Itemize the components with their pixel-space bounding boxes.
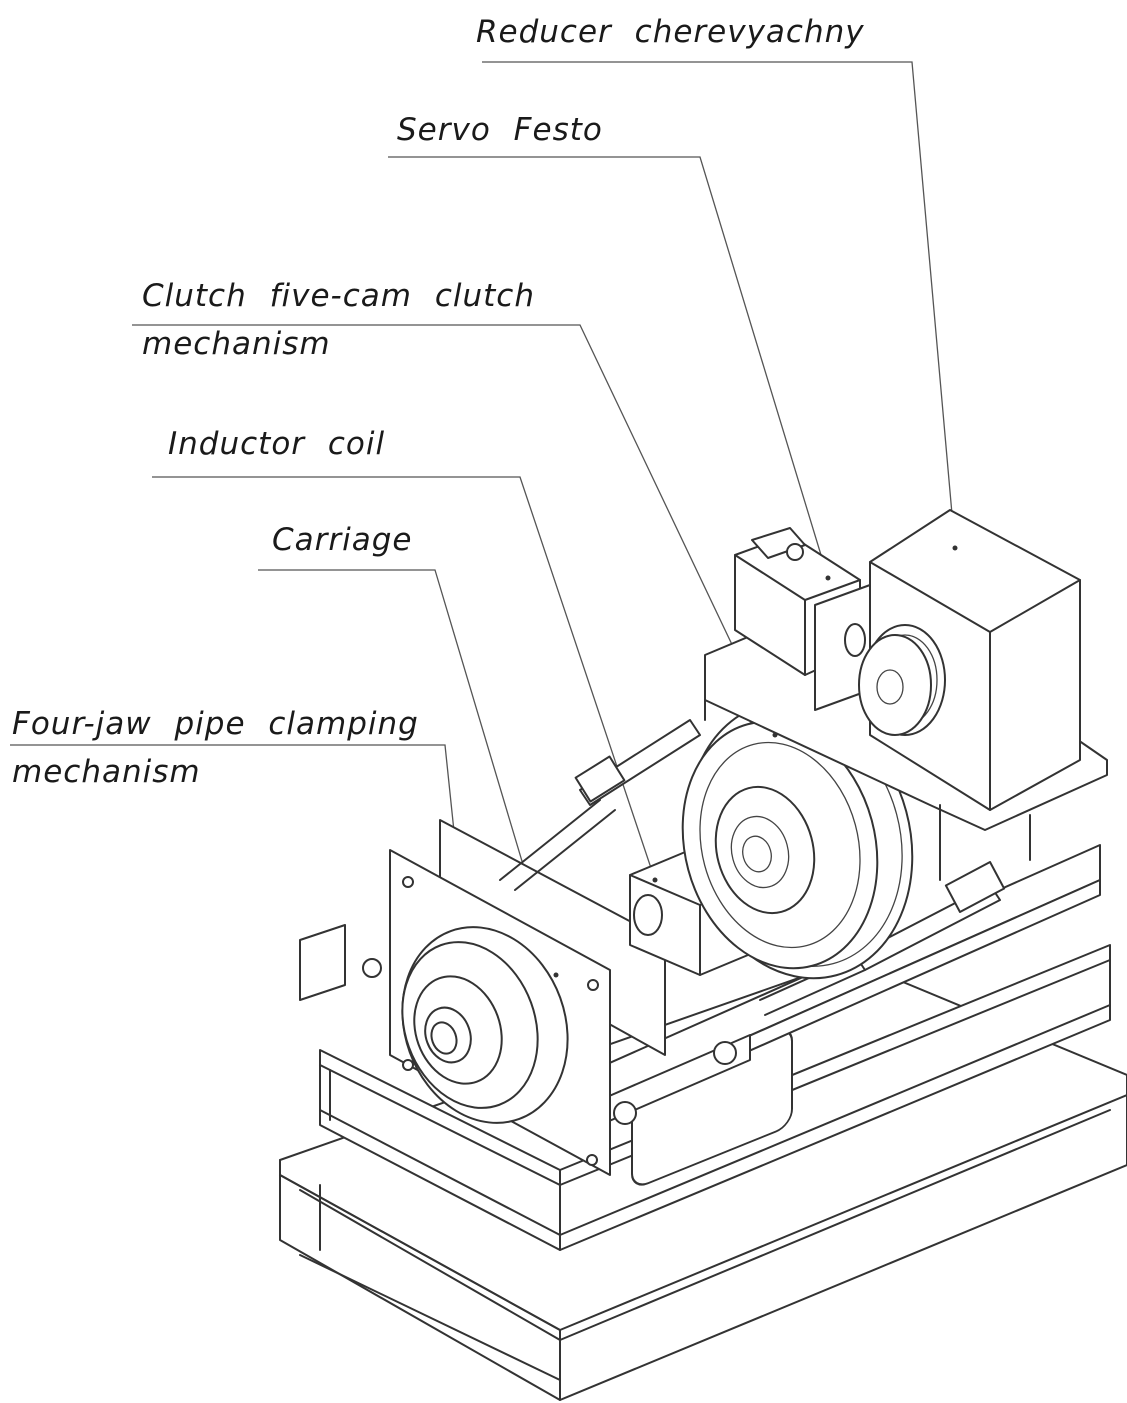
label-inductor: Inductor coil [168, 426, 386, 462]
base-frame [279, 944, 1127, 1401]
label-fourjaw-line1: Four-jaw pipe clamping [12, 706, 419, 742]
servo-motor [734, 527, 871, 711]
label-clutch-line1: Clutch five-cam clutch [142, 278, 535, 314]
four-jaw-chuck [401, 926, 569, 1124]
label-fourjaw-line2: mechanism [12, 754, 201, 790]
leader-carriage [258, 569, 557, 976]
label-clutch-line2: mechanism [142, 326, 331, 362]
worm-reducer [869, 509, 1081, 811]
leader-clutch [132, 324, 776, 736]
label-carriage: Carriage [272, 522, 413, 558]
leader-dots [553, 545, 958, 978]
leader-lines [10, 61, 956, 986]
small-sprocket [858, 624, 946, 736]
label-servo: Servo Festo [397, 112, 603, 148]
leader-reducer [482, 61, 956, 549]
label-reducer: Reducer cherevyachny [476, 14, 865, 50]
leader-servo [388, 156, 829, 579]
leader-inductor [152, 476, 656, 881]
guide-rods [499, 719, 1006, 1016]
clutch-sprocket [681, 700, 914, 980]
